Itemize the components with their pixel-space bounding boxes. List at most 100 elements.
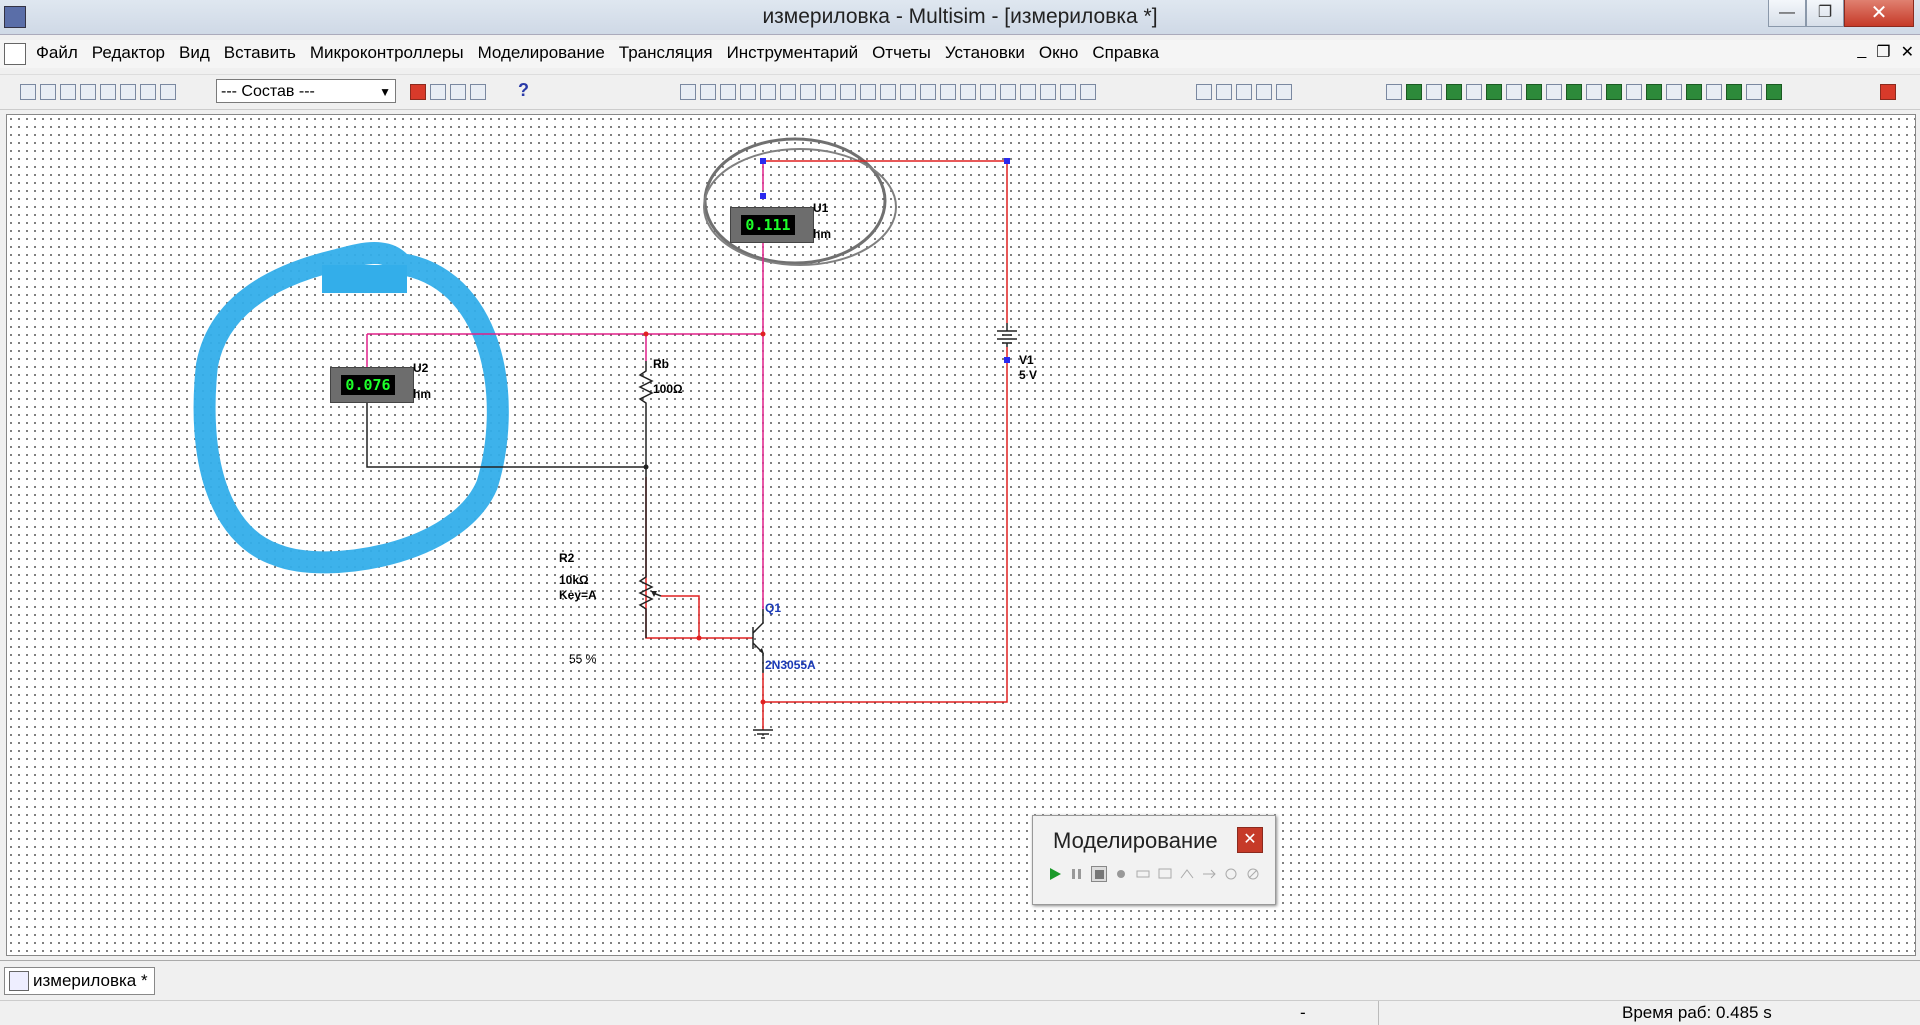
zoom-in-icon[interactable] (1196, 84, 1212, 100)
component-mcu-icon[interactable] (820, 84, 836, 100)
instrument-current-probe-icon[interactable] (1766, 84, 1782, 100)
tab-izmerilovka[interactable]: измериловка * (4, 967, 155, 995)
zoom-fit-icon[interactable] (1256, 84, 1272, 100)
component-hier-block-icon[interactable] (1040, 84, 1056, 100)
instrument-agilent-multimeter-icon[interactable] (1686, 84, 1702, 100)
zoom-area-icon[interactable] (1236, 84, 1252, 100)
instrument-agilent-fg-icon[interactable] (1666, 84, 1682, 100)
menu-options[interactable]: Установки (944, 43, 1025, 62)
instrument-distortion-analyzer-icon[interactable] (1606, 84, 1622, 100)
remove-breakpoints-icon[interactable] (1245, 866, 1261, 882)
simulation-panel-close-button[interactable]: ✕ (1237, 827, 1263, 853)
instrument-logic-converter-icon[interactable] (1546, 84, 1562, 100)
instrument-word-generator-icon[interactable] (1526, 84, 1542, 100)
instrument-labview-icon[interactable] (1746, 84, 1762, 100)
ohmmeter-u1-unit: hm (813, 227, 831, 241)
component-combo[interactable]: --- Состав --- ▼ (216, 79, 396, 103)
instrument-spectrum-analyzer-icon[interactable] (1626, 84, 1642, 100)
menu-edit[interactable]: Редактор (91, 43, 165, 62)
run-icon[interactable] (1047, 866, 1063, 882)
component-peripheral-icon[interactable] (940, 84, 956, 100)
instrument-network-analyzer-icon[interactable] (1646, 84, 1662, 100)
component-transistor-icon[interactable] (740, 84, 756, 100)
menu-reports[interactable]: Отчеты (872, 43, 931, 62)
menu-view[interactable]: Вид (178, 43, 210, 62)
component-cmos-icon[interactable] (800, 84, 816, 100)
component-bus-icon[interactable] (1060, 84, 1076, 100)
component-probe-icon[interactable] (1080, 84, 1096, 100)
toolbar-grapher-icon[interactable] (80, 84, 96, 100)
fullscreen-icon[interactable] (1276, 84, 1292, 100)
chevron-down-icon[interactable]: ▼ (379, 85, 391, 99)
instrument-function-generator-icon[interactable] (1406, 84, 1422, 100)
menu-mcu[interactable]: Микроконтроллеры (309, 43, 464, 62)
stop-icon[interactable] (1091, 866, 1107, 882)
instrument-agilent-scope-icon[interactable] (1706, 84, 1722, 100)
toolbar-design-icon[interactable] (20, 84, 36, 100)
toolbar-zoom-search-icon[interactable] (470, 84, 486, 100)
instrument-wattmeter-icon[interactable] (1426, 84, 1442, 100)
component-advanced-icon[interactable] (840, 84, 856, 100)
component-ttl-icon[interactable] (780, 84, 796, 100)
menu-file[interactable]: Файл (36, 43, 78, 62)
maximize-button[interactable]: ❐ (1806, 0, 1844, 27)
record-icon[interactable] (1113, 866, 1129, 882)
menu-help[interactable]: Справка (1092, 43, 1160, 62)
instrument-bode-plotter-icon[interactable] (1486, 84, 1502, 100)
toolbar-probe-icon[interactable] (1880, 84, 1896, 100)
instrument-multimeter-icon[interactable] (1386, 84, 1402, 100)
component-ni-icon[interactable] (1000, 84, 1016, 100)
pause-icon[interactable] (1069, 866, 1085, 882)
component-rf-icon[interactable] (960, 84, 976, 100)
instrument-iv-analyzer-icon[interactable] (1586, 84, 1602, 100)
menu-insert[interactable]: Вставить (223, 43, 296, 62)
menu-transfer[interactable]: Трансляция (618, 43, 713, 62)
mdi-minimize-button[interactable]: _ (1857, 42, 1867, 59)
toolbar-postprocessor-icon[interactable] (100, 84, 116, 100)
mdi-restore-button[interactable]: ❐ (1876, 44, 1891, 61)
toolbar-forward-annotate-icon[interactable] (450, 84, 466, 100)
toolbar-hierarchy-icon[interactable] (140, 84, 156, 100)
ground-symbol (753, 729, 773, 739)
toolbar-erc-icon[interactable] (120, 84, 136, 100)
component-electromech-icon[interactable] (980, 84, 996, 100)
instrument-4ch-oscilloscope-icon[interactable] (1466, 84, 1482, 100)
help-icon[interactable]: ? (518, 80, 529, 100)
instrument-frequency-counter-icon[interactable] (1506, 84, 1522, 100)
mdi-close-button[interactable]: ✕ (1900, 44, 1914, 61)
toolbar-database-icon[interactable] (60, 84, 76, 100)
menu-window[interactable]: Окно (1038, 43, 1079, 62)
minimize-button[interactable]: — (1768, 0, 1806, 27)
menu-tools[interactable]: Инструментарий (726, 43, 859, 62)
breakpoint-icon[interactable] (1223, 866, 1239, 882)
ohmmeter-u1[interactable]: 0.111 (730, 207, 814, 243)
instrument-tektronix-icon[interactable] (1726, 84, 1742, 100)
ohmmeter-u2[interactable]: 0.076 (330, 367, 414, 403)
component-connector-icon[interactable] (1020, 84, 1036, 100)
toolbar-subcircuit-icon[interactable] (160, 84, 176, 100)
run-to-cursor-icon[interactable] (1201, 866, 1217, 882)
step-icon[interactable] (1135, 866, 1151, 882)
toolbar-spreadsheet-icon[interactable] (40, 84, 56, 100)
toolbar-back-annotate-icon[interactable] (430, 84, 446, 100)
close-button[interactable]: ✕ (1844, 0, 1914, 27)
component-power-icon[interactable] (900, 84, 916, 100)
component-basic-icon[interactable] (700, 84, 716, 100)
instrument-oscilloscope-icon[interactable] (1446, 84, 1462, 100)
component-mixed-icon[interactable] (860, 84, 876, 100)
step-out-icon[interactable] (1179, 866, 1195, 882)
component-misc-icon[interactable] (920, 84, 936, 100)
toolbar-erc-check-icon[interactable] (410, 84, 426, 100)
zoom-out-icon[interactable] (1216, 84, 1232, 100)
document-icon[interactable] (4, 43, 26, 65)
transistor-q1-symbol (752, 609, 764, 673)
component-source-icon[interactable] (680, 84, 696, 100)
schematic-canvas[interactable]: 0.111 U1 hm 0.076 U2 hm Rb 100Ω R2 10kΩ … (6, 114, 1916, 956)
step-into-icon[interactable] (1157, 866, 1173, 882)
component-indicator-icon[interactable] (880, 84, 896, 100)
component-analog-icon[interactable] (760, 84, 776, 100)
menu-simulate[interactable]: Моделирование (477, 43, 605, 62)
multisim-app-icon[interactable] (4, 6, 26, 28)
component-diode-icon[interactable] (720, 84, 736, 100)
instrument-logic-analyzer-icon[interactable] (1566, 84, 1582, 100)
